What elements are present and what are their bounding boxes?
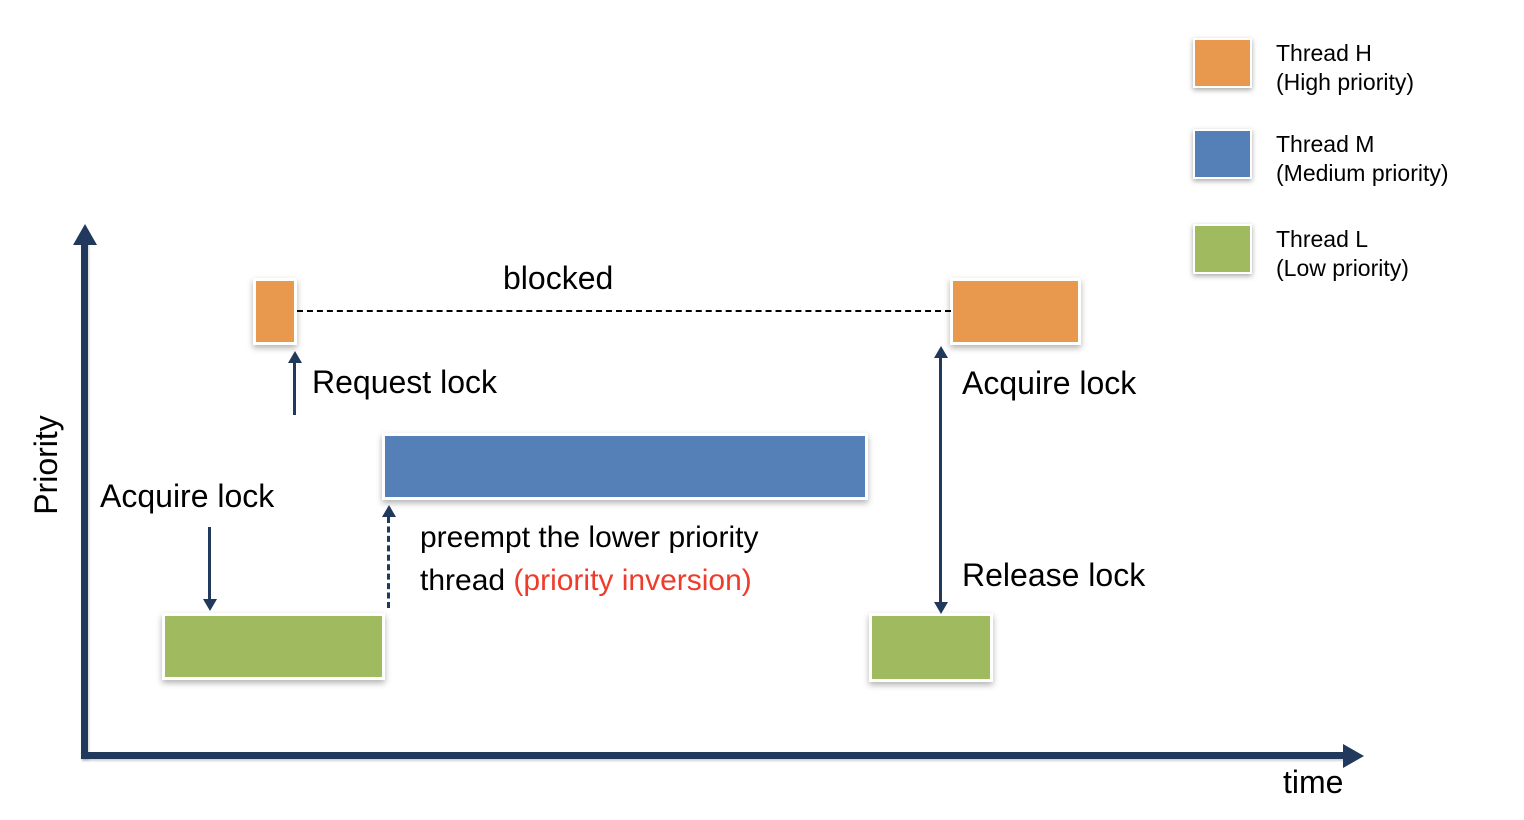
priority-inversion-highlight: (priority inversion): [513, 564, 752, 597]
preempt-label: preempt the lower priority thread (prior…: [420, 516, 880, 602]
legend-item-thread-h: Thread H (High priority): [1193, 38, 1414, 97]
thread-h-start-segment: [253, 278, 297, 345]
request-lock-arrow: [293, 362, 296, 415]
thread-m-preempt-segment: [382, 433, 868, 500]
up-arrow-icon: [288, 351, 302, 363]
up-arrow-icon: [934, 346, 948, 358]
thread-m-name: Thread M: [1276, 131, 1375, 157]
acquire-lock-left-label: Acquire lock: [100, 478, 275, 514]
legend-item-thread-m: Thread M (Medium priority): [1193, 129, 1449, 188]
thread-l-start-segment: [162, 613, 385, 680]
down-arrow-icon: [934, 602, 948, 614]
y-axis-label: Priority: [28, 415, 64, 515]
thread-h-sublabel: (High priority): [1276, 69, 1415, 95]
down-arrow-icon: [203, 599, 217, 611]
legend-item-thread-l: Thread L (Low priority): [1193, 224, 1409, 283]
blocked-dashed-line: [297, 310, 951, 312]
thread-l-resume-segment: [869, 613, 993, 682]
release-lock-label: Release lock: [962, 557, 1146, 593]
acquire-lock-left-arrow: [208, 527, 211, 601]
preempt-label-line2-prefix: thread: [420, 564, 514, 597]
acquire-lock-right-label: Acquire lock: [962, 365, 1137, 401]
preempt-dashed-arrow: [387, 517, 390, 608]
legend-item-label: Thread L (Low priority): [1276, 224, 1409, 283]
y-axis-arrow-icon: [73, 224, 97, 245]
acquire-release-arrow: [939, 357, 942, 605]
up-arrow-icon: [382, 505, 396, 517]
request-lock-label: Request lock: [312, 364, 497, 400]
thread-m-sublabel: (Medium priority): [1276, 160, 1449, 186]
thread-m-swatch: [1193, 129, 1252, 179]
blocked-label: blocked: [503, 260, 614, 296]
legend-item-label: Thread H (High priority): [1276, 38, 1414, 97]
legend-item-label: Thread M (Medium priority): [1276, 129, 1449, 188]
preempt-label-line1: preempt the lower priority: [420, 521, 759, 554]
thread-h-name: Thread H: [1276, 40, 1372, 66]
thread-h-resume-segment: [950, 278, 1081, 345]
x-axis-arrow-icon: [1343, 744, 1364, 768]
thread-h-swatch: [1193, 38, 1252, 88]
thread-l-sublabel: (Low priority): [1276, 255, 1409, 281]
x-axis-label: time: [1283, 764, 1344, 800]
y-axis: [81, 240, 88, 758]
thread-l-swatch: [1193, 224, 1252, 274]
thread-l-name: Thread L: [1276, 226, 1369, 252]
x-axis: [81, 752, 1345, 759]
